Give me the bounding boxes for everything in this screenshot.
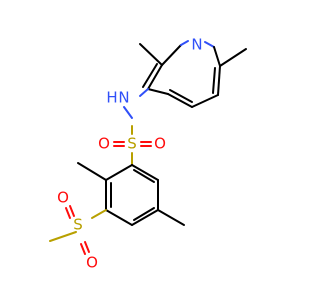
sulfonamide-sulfur-label: S <box>127 135 137 153</box>
pyridine-ring <box>139 40 247 108</box>
bond <box>147 88 169 95</box>
bond <box>80 243 86 255</box>
sulfone-oxygen-bottom-label: O <box>86 254 98 272</box>
bond <box>169 89 193 103</box>
amine-hydrogen-label: H <box>106 89 117 107</box>
bond <box>212 67 216 94</box>
pyridine-nitrogen-label: N <box>191 36 202 54</box>
bond <box>77 162 107 181</box>
bond <box>69 205 75 217</box>
bond <box>139 43 163 66</box>
sulfonamide-oxygen-right-label: O <box>154 135 166 153</box>
bond <box>217 65 221 96</box>
bond <box>161 44 182 66</box>
bond <box>131 164 159 181</box>
sulfonamide-group <box>113 106 152 166</box>
molecule-diagram: N H N S O O S O O <box>49 36 247 272</box>
bond <box>65 207 71 219</box>
bond <box>167 93 193 108</box>
bond <box>105 164 133 181</box>
bond <box>123 106 133 119</box>
bond <box>105 209 133 226</box>
bond <box>142 63 158 88</box>
bond <box>213 46 221 67</box>
bond <box>84 241 90 253</box>
bond <box>133 207 155 221</box>
bond <box>131 209 159 226</box>
methylsulfonyl-group <box>49 205 90 255</box>
bond <box>219 48 247 67</box>
bond <box>139 88 149 97</box>
bond <box>204 41 215 48</box>
bond <box>191 94 219 108</box>
bond <box>157 209 185 226</box>
sulfone-sulfur-label: S <box>73 216 83 234</box>
bond <box>147 64 163 90</box>
bond <box>91 209 107 219</box>
bond <box>49 231 77 242</box>
benzene-ring <box>77 162 185 226</box>
sulfonamide-oxygen-left-label: O <box>98 135 110 153</box>
bond <box>180 40 189 46</box>
sulfone-oxygen-top-label: O <box>57 189 69 207</box>
structure-canvas: N H N S O O S O O <box>49 36 247 272</box>
amine-nitrogen-label: N <box>118 89 129 107</box>
bond <box>133 169 155 183</box>
